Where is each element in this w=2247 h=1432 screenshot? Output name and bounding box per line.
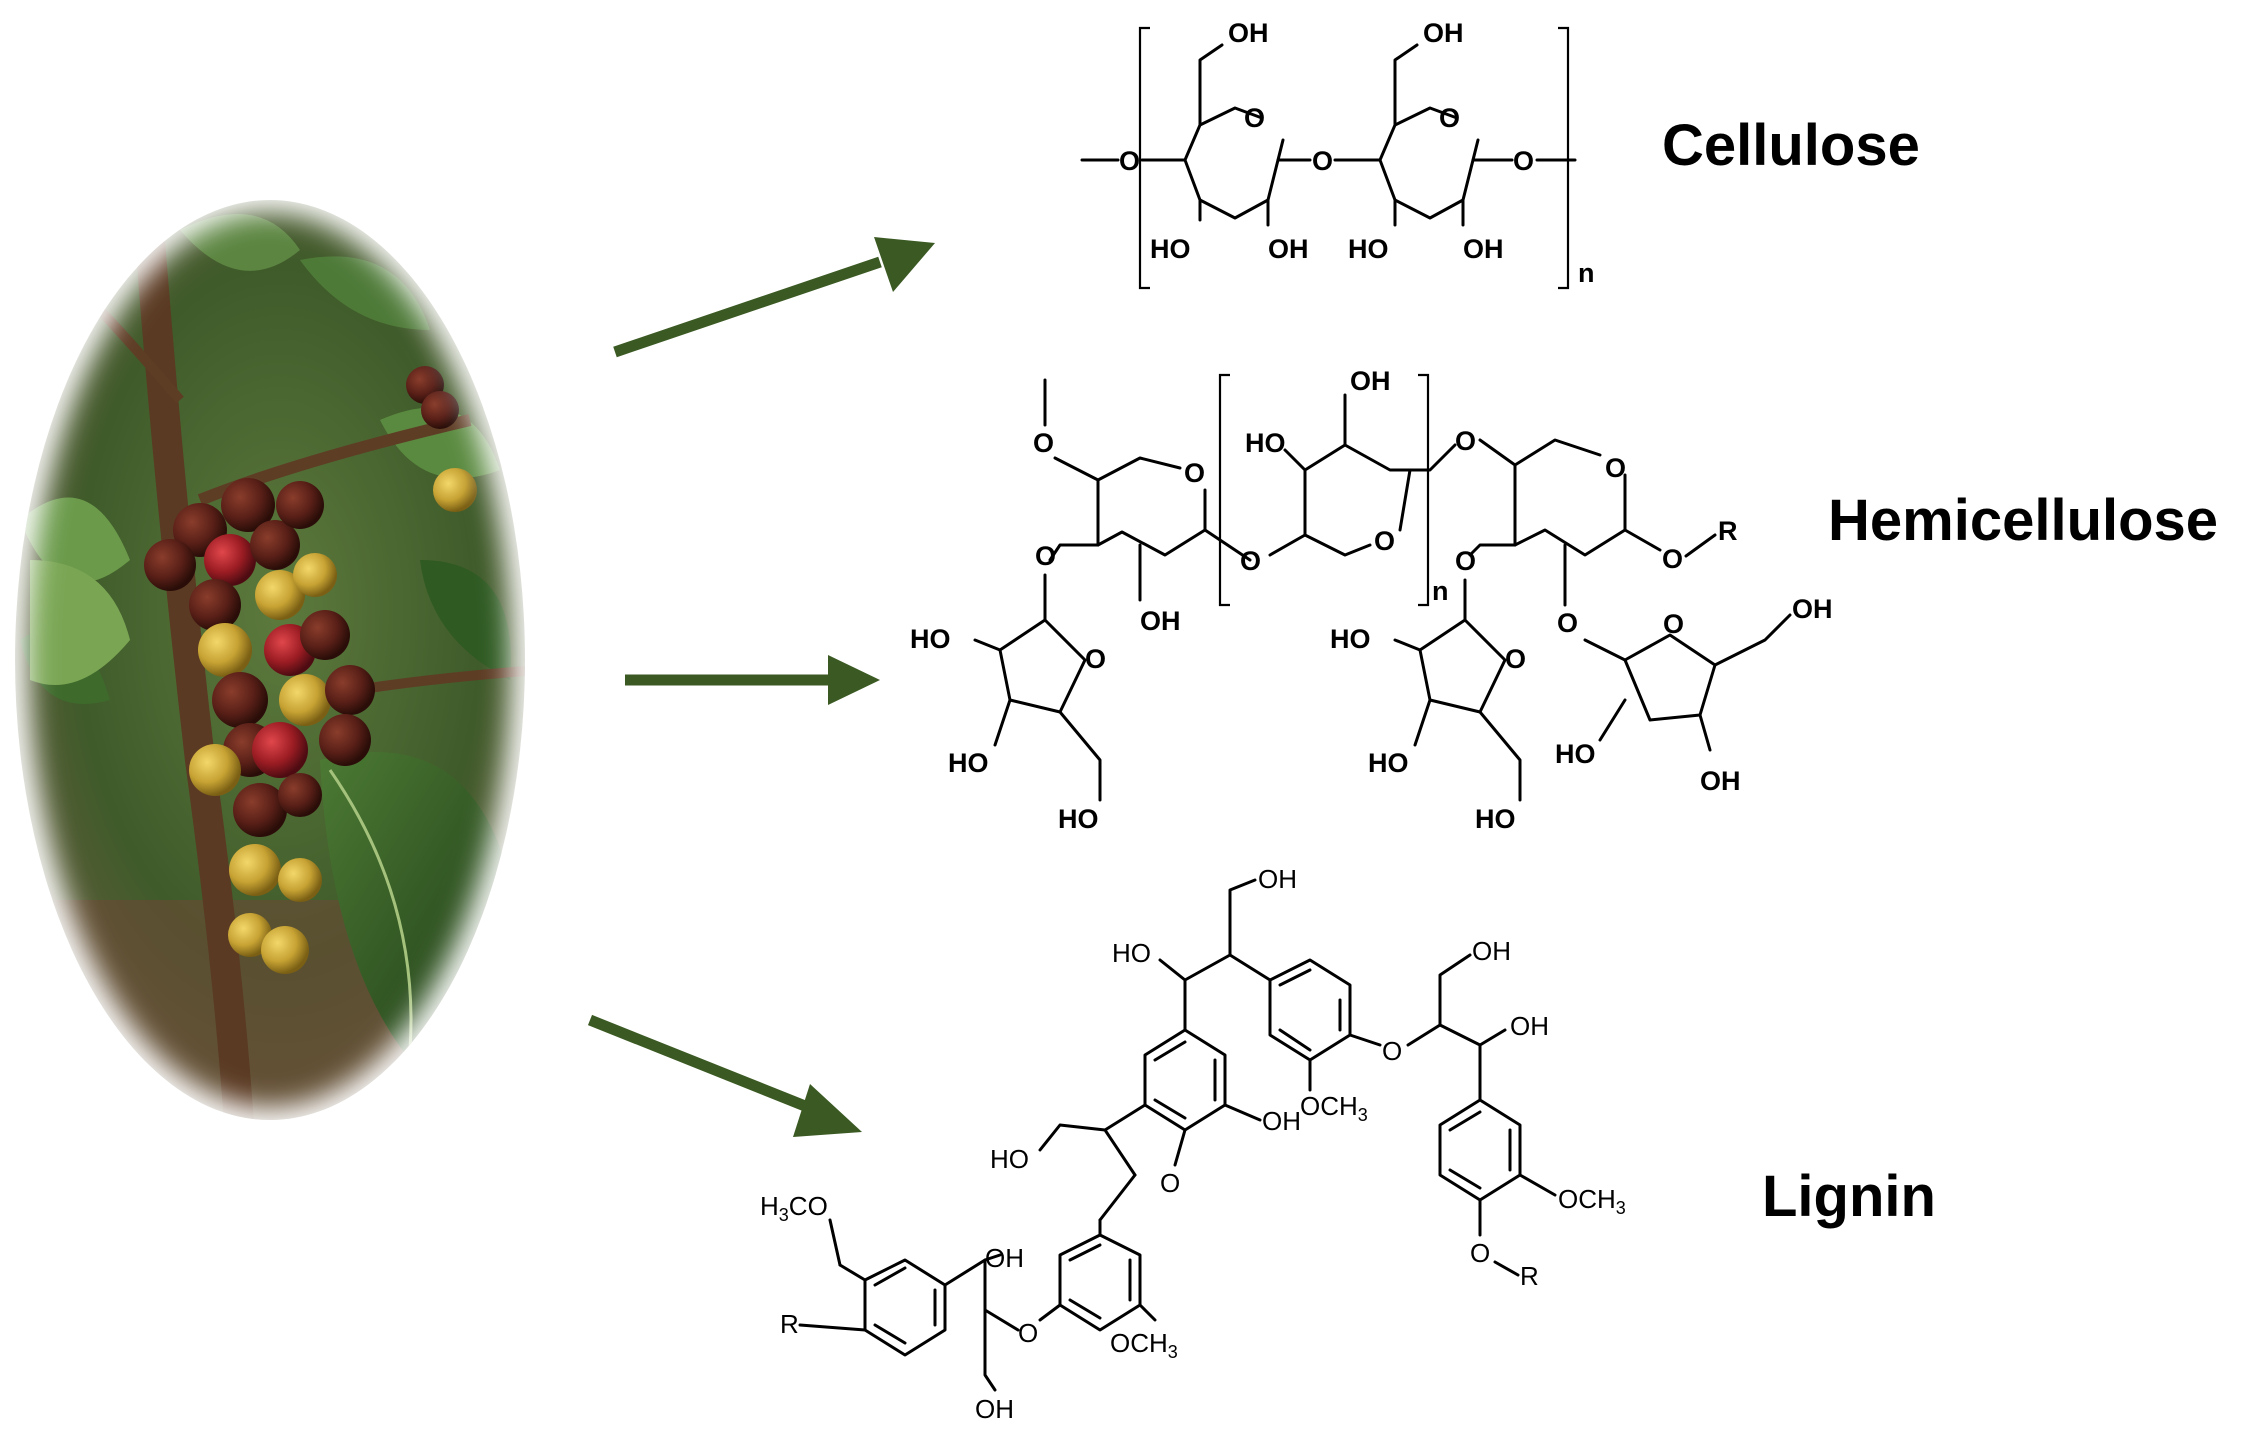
lignin-oh-3: OH <box>1510 1011 1549 1041</box>
hemi-mid-o: O <box>1374 526 1395 556</box>
hemi-n: n <box>1432 576 1449 606</box>
lignin-or-o: O <box>1470 1238 1490 1268</box>
lignin-title: Lignin <box>1762 1164 1936 1229</box>
hemi-bracket-left <box>1218 373 1230 607</box>
cellulose-ring2-ho: HO <box>1348 234 1389 264</box>
hemi-fur3-oh2: OH <box>1700 766 1741 796</box>
lignin-och3-2: OCH3 <box>1558 1184 1626 1218</box>
hemi-bracket-right <box>1418 373 1430 607</box>
cellulose-structure: n O O OH HO OH O O OH HO OH O <box>1080 18 1595 290</box>
hemi-fur2-ho: HO <box>1330 624 1371 654</box>
lignin-ho-1: HO <box>1112 938 1151 968</box>
hemi-fur3-oh: OH <box>1792 594 1833 624</box>
hemi-mid-oh: OH <box>1350 366 1391 396</box>
lignin-ring-o: O <box>1160 1168 1180 1198</box>
hemi-fur1-o: O <box>1085 644 1106 674</box>
arrow-to-cellulose <box>613 237 935 358</box>
lignin-top-oh: OH <box>1258 864 1297 894</box>
cellulose-ring1-oh2: OH <box>1268 234 1309 264</box>
hemi-ring1-o2: O <box>1035 541 1056 571</box>
hemi-fur1-ho: HO <box>910 624 951 654</box>
hemi-link-o2: O <box>1455 426 1476 456</box>
lignin-r-1: R <box>1520 1261 1539 1291</box>
hemi-fur2-o: O <box>1505 644 1526 674</box>
lignin-ether-o-1: O <box>1382 1036 1402 1066</box>
hemi-fur1-ho2: HO <box>948 748 989 778</box>
lignin-ether-o-2: O <box>1018 1318 1038 1348</box>
cellulose-ring2-oh2: OH <box>1463 234 1504 264</box>
lignin-och3-1: OCH3 <box>1300 1091 1368 1125</box>
lignin-oh-6: OH <box>975 1394 1014 1424</box>
arrow-to-hemicellulose <box>625 655 880 705</box>
cellulose-o-1: O <box>1119 146 1140 176</box>
lignin-ho-2: HO <box>990 1144 1029 1174</box>
hemi-ring3-o3: O <box>1557 608 1578 638</box>
cellulose-bracket-left <box>1138 26 1150 290</box>
hemi-ring3-or-o: O <box>1662 544 1683 574</box>
hemi-ring3-o2: O <box>1455 546 1476 576</box>
cellulose-ring1-o: O <box>1244 103 1265 133</box>
hemicellulose-structure: n O O O OH O OH HO O O O O R O O O <box>910 366 1833 834</box>
cellulose-ring2-o: O <box>1439 103 1460 133</box>
cellulose-title: Cellulose <box>1662 113 1920 178</box>
hemi-ring3-o: O <box>1605 453 1626 483</box>
hemi-fur1-ho3: HO <box>1058 804 1099 834</box>
lignin-h3co: H3CO <box>760 1191 828 1225</box>
cellulose-bridge-o: O <box>1312 146 1333 176</box>
hemi-fur3-o: O <box>1663 609 1684 639</box>
coffee-plant-photo <box>0 172 552 1148</box>
lignin-r-2: R <box>780 1309 799 1339</box>
cellulose-bracket-right <box>1558 26 1570 290</box>
lignin-oh-2: OH <box>1472 936 1511 966</box>
cellulose-end-o: O <box>1513 146 1534 176</box>
hemi-link-o1: O <box>1240 546 1261 576</box>
hemi-mid-ho: HO <box>1245 428 1286 458</box>
lignin-structure: OH HO OCH3 O OH OH OCH3 O R OH O HO <box>760 864 1626 1424</box>
arrow-to-lignin <box>587 1014 862 1137</box>
cellulose-ring1-oh: OH <box>1228 18 1269 48</box>
hemi-fur2-ho3: HO <box>1475 804 1516 834</box>
cellulose-n: n <box>1578 258 1595 288</box>
hemi-r: R <box>1718 516 1738 546</box>
lignin-och3-3: OCH3 <box>1110 1328 1178 1362</box>
hemi-top-o: O <box>1033 428 1054 458</box>
lignin-oh-4: OH <box>1262 1106 1301 1136</box>
hemi-ring1-oh: OH <box>1140 606 1181 636</box>
hemi-fur2-ho2: HO <box>1368 748 1409 778</box>
cellulose-ring1-ho: HO <box>1150 234 1191 264</box>
hemi-fur3-ho: HO <box>1555 739 1596 769</box>
hemi-ring1-o: O <box>1184 458 1205 488</box>
cellulose-ring2-oh: OH <box>1423 18 1464 48</box>
hemicellulose-title: Hemicellulose <box>1828 488 2218 553</box>
lignin-oh-5: OH <box>985 1243 1024 1273</box>
